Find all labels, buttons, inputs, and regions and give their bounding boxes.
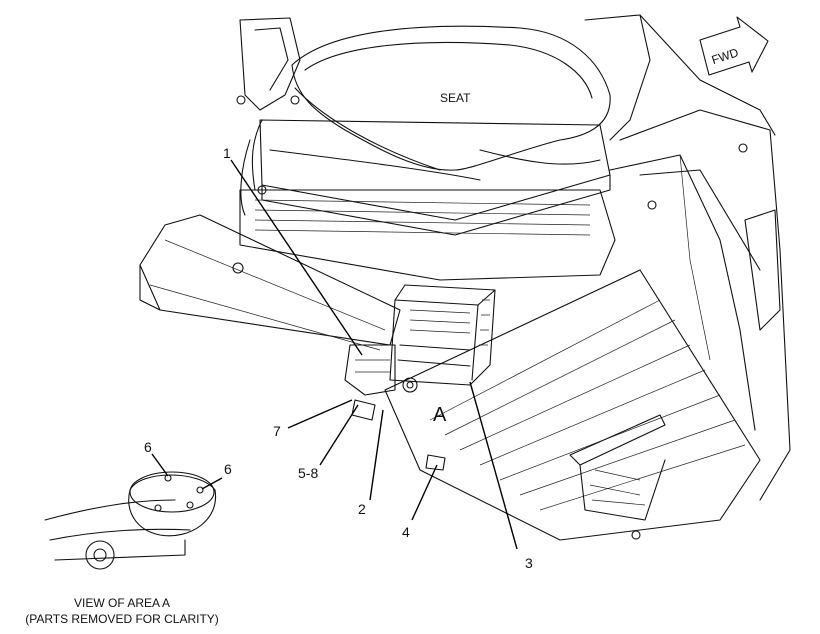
leader-4 <box>411 464 438 521</box>
seat-label: SEAT <box>440 91 471 105</box>
callout-6b: 6 <box>224 461 232 477</box>
callout-7: 7 <box>273 423 281 439</box>
leader-2 <box>369 409 384 501</box>
caption-line-1: VIEW OF AREA A <box>74 596 170 610</box>
leader-7 <box>287 399 353 429</box>
callout-6a: 6 <box>144 439 152 455</box>
leader-6a <box>151 453 169 477</box>
leader-6b <box>201 477 223 490</box>
leader-lines <box>151 159 518 550</box>
callout-1: 1 <box>223 145 231 161</box>
leader-5-8 <box>319 404 359 466</box>
leader-3 <box>469 381 518 550</box>
ground-stud <box>425 454 446 471</box>
ecm-module <box>344 284 496 421</box>
caption-line-2: (PARTS REMOVED FOR CLARITY) <box>25 612 219 626</box>
fwd-label: FWD <box>710 45 741 67</box>
leader-1 <box>230 159 363 356</box>
area-letter: A <box>433 404 447 426</box>
inset-view-area-a <box>44 471 217 570</box>
forward-arrow-icon: FWD <box>699 16 769 76</box>
callout-5-8: 5-8 <box>298 465 318 481</box>
callout-3: 3 <box>525 555 533 571</box>
cab-post <box>609 109 791 501</box>
floor-plate <box>139 214 761 541</box>
seat-assembly: SEAT <box>232 14 776 281</box>
callout-4: 4 <box>402 524 410 540</box>
callout-2: 2 <box>358 501 366 517</box>
